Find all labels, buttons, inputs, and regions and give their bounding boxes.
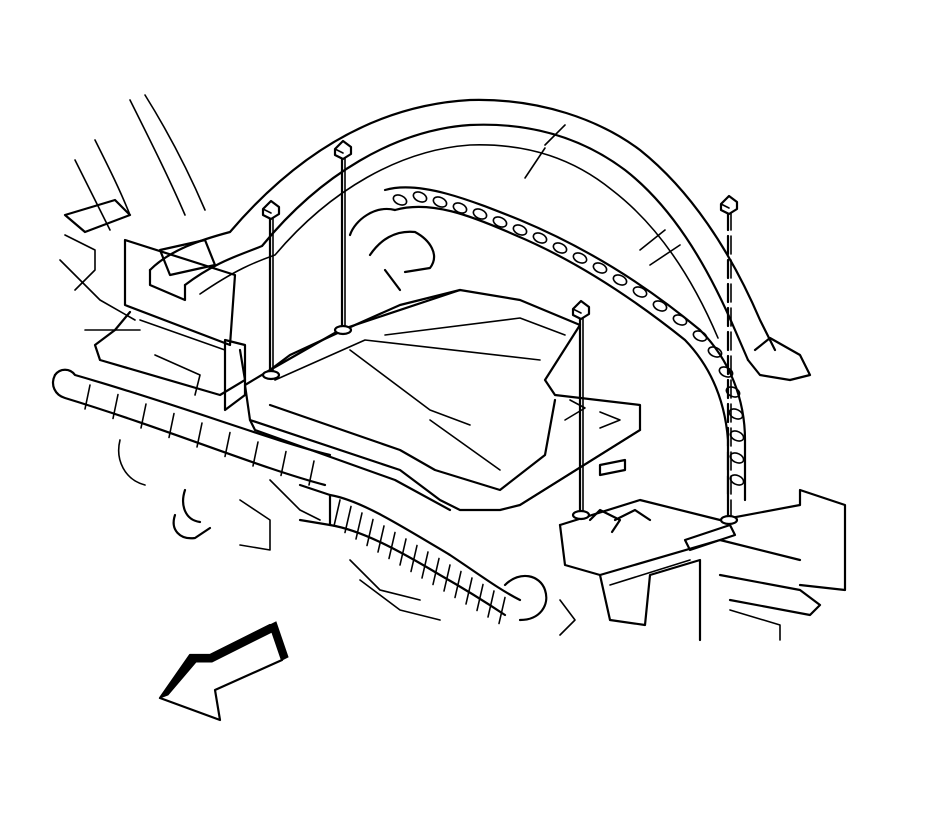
hose-segment [84, 384, 91, 410]
hose-segment [168, 412, 175, 439]
harness-bead [512, 224, 528, 236]
hose-left [51, 368, 332, 540]
harness-rib [344, 505, 352, 534]
hose-segment [140, 403, 147, 429]
bolt-head-edge [720, 203, 730, 209]
bolt-head-icon [571, 299, 591, 321]
harness-rib [443, 564, 451, 592]
support-frame-right [558, 488, 847, 642]
harness-bead [632, 286, 648, 298]
harness-rib [487, 590, 495, 618]
harness-bead [472, 208, 488, 220]
mounting-hole [719, 514, 739, 526]
harness-rib [498, 596, 506, 625]
harness-rib [454, 570, 462, 599]
mounting-bracket-left [93, 238, 247, 412]
harness-bead [652, 300, 668, 312]
bolt-head-icon [261, 199, 281, 221]
harness-bead [572, 252, 588, 264]
hose-segment [112, 393, 119, 420]
fasteners [261, 139, 739, 526]
harness-rib [388, 531, 396, 560]
bolt-head-edge [262, 208, 272, 214]
hose-segment [280, 450, 287, 477]
harness-bead [692, 330, 708, 342]
harness-rib [410, 544, 418, 573]
harness-rib [476, 583, 484, 612]
harness-bead [532, 232, 548, 244]
harness-bead [728, 408, 744, 420]
fuse-relay-center-cover [243, 288, 642, 512]
harness-rib [366, 518, 374, 547]
harness-bead [612, 274, 628, 286]
hose-segment [308, 460, 315, 486]
bolt-head-edge [334, 148, 344, 154]
harness-bead [452, 202, 468, 214]
hose-segment [196, 422, 203, 448]
harness-bead [412, 191, 428, 203]
harness-rib [432, 557, 440, 586]
fastener-bolt [333, 139, 353, 336]
hose-segment [224, 431, 231, 458]
bolt-head-icon [719, 194, 739, 216]
harness-rib [333, 499, 341, 527]
bolt-head-icon [333, 139, 353, 161]
harness-bead [552, 242, 568, 254]
harness-rib [355, 512, 363, 540]
harness-bead [672, 314, 688, 326]
wiring-harness-lower [239, 479, 576, 636]
fastener-bolt [261, 199, 281, 381]
harness-bead [392, 194, 408, 206]
harness-bead [707, 346, 723, 358]
wiring-harness-upper [348, 186, 747, 502]
front-direction-arrow [158, 621, 289, 722]
fastener-bolt [571, 299, 591, 521]
harness-bead [492, 216, 508, 228]
harness-bead [592, 262, 608, 274]
fastener-bolt [719, 194, 739, 526]
harness-rib [377, 525, 385, 553]
mounting-hole [261, 369, 281, 381]
harness-rib [399, 538, 407, 566]
harness-rib [465, 577, 473, 605]
hose-segment [252, 441, 259, 467]
bolt-head-edge [572, 308, 582, 314]
harness-bead [432, 196, 448, 208]
mounting-hole [333, 324, 353, 336]
harness-rib [421, 551, 429, 579]
background-structure-left [59, 94, 206, 331]
mounting-hole [571, 509, 591, 521]
